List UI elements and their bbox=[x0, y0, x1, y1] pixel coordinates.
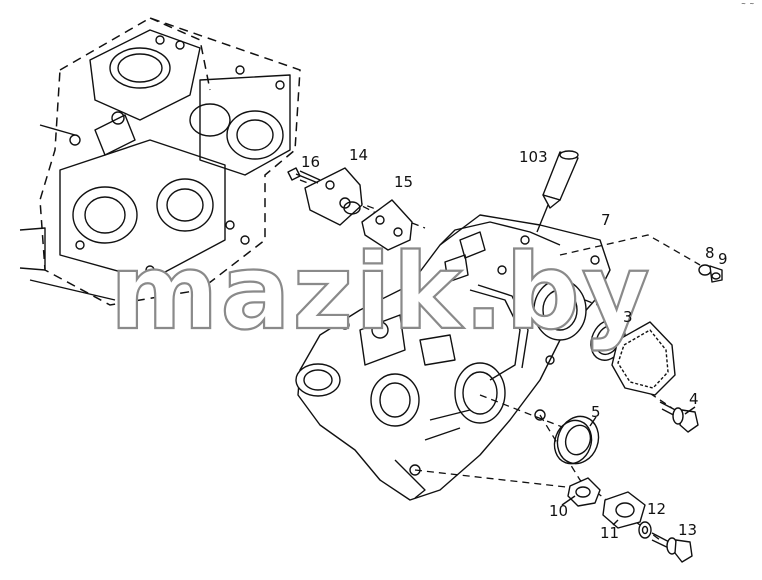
callout-103: 103 bbox=[519, 148, 548, 166]
part-103-sealant-tube bbox=[536, 150, 579, 233]
callout-5: 5 bbox=[591, 403, 601, 421]
callout-13: 13 bbox=[678, 521, 697, 539]
callout-16: 16 bbox=[301, 153, 320, 171]
leader-lines bbox=[561, 406, 696, 526]
part-10-gasket bbox=[567, 477, 601, 507]
engine-block-outline bbox=[19, 17, 301, 306]
callout-labels: 16 14 15 103 7 8 9 3 4 5 10 11 12 13 bbox=[301, 146, 728, 542]
callout-9: 9 bbox=[718, 250, 728, 268]
callout-7: 7 bbox=[601, 211, 611, 229]
part-14-plate bbox=[304, 167, 363, 226]
callout-4: 4 bbox=[689, 390, 699, 408]
callout-12: 12 bbox=[647, 500, 666, 518]
part-11-cover bbox=[602, 491, 646, 529]
corner-mark: ~ ~ bbox=[741, 0, 754, 8]
part-13-bolt bbox=[651, 532, 693, 563]
callout-10: 10 bbox=[549, 502, 568, 520]
callout-3: 3 bbox=[623, 308, 633, 326]
part-5-oil-seal bbox=[553, 415, 600, 465]
part-3-cover-plate bbox=[611, 321, 676, 396]
timing-cover-housing bbox=[295, 214, 611, 501]
part-8-9-plug bbox=[698, 264, 723, 283]
part-16-screw bbox=[287, 167, 321, 184]
part-15-plate bbox=[361, 199, 413, 251]
callout-8: 8 bbox=[705, 244, 715, 262]
watermark: mazik.by bbox=[110, 231, 652, 353]
part-12-washer bbox=[638, 521, 652, 539]
callout-14: 14 bbox=[349, 146, 368, 164]
part-4-bolt bbox=[659, 401, 699, 433]
callout-11: 11 bbox=[600, 524, 619, 542]
callout-15: 15 bbox=[394, 173, 413, 191]
